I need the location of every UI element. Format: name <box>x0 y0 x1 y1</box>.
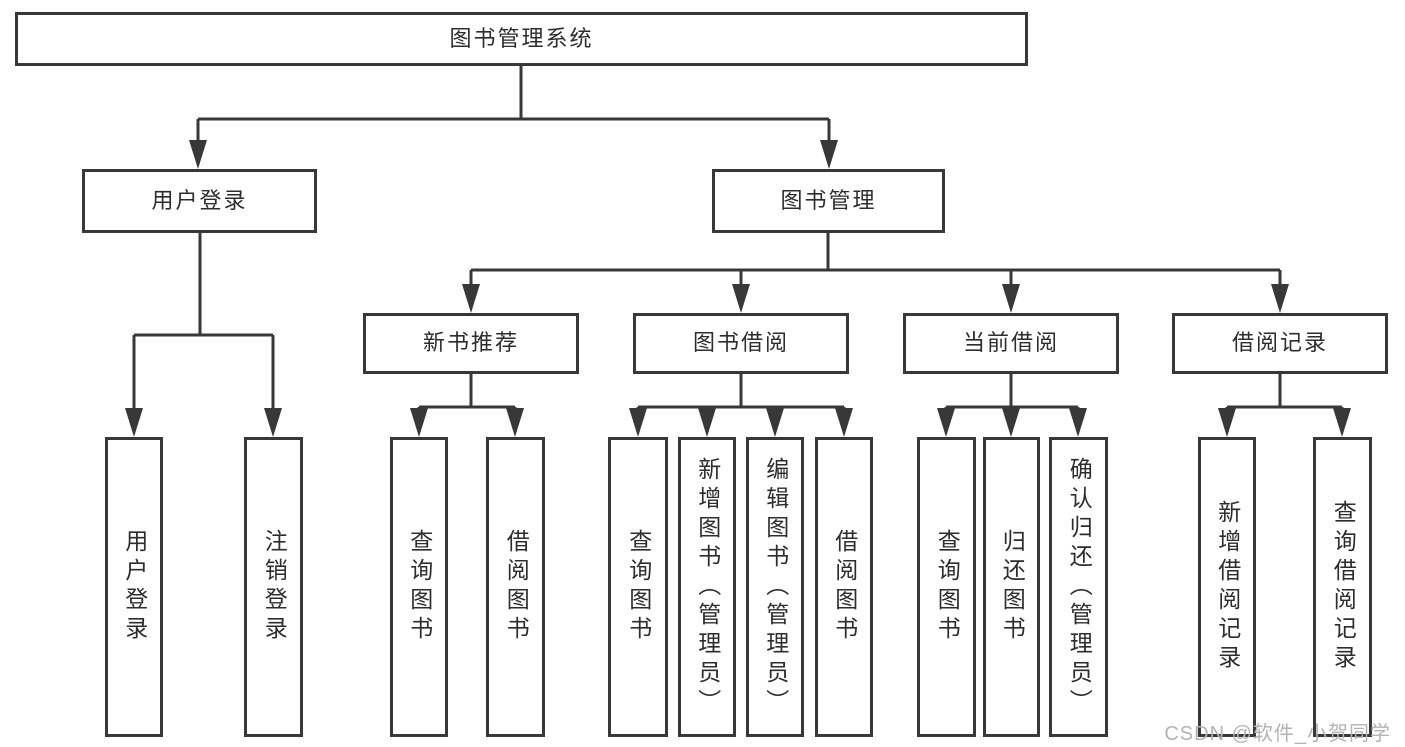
leaf-bb-query-book: 查询图书 <box>608 437 668 737</box>
leaf-br-add-record: 新增借阅记录 <box>1198 437 1256 737</box>
leaf-bb-add-book-admin: 新增图书（管理员） <box>678 437 736 737</box>
leaf-logout: 注销登录 <box>244 437 303 737</box>
node-borrow-records: 借阅记录 <box>1172 313 1388 374</box>
node-book-borrowing: 图书借阅 <box>633 313 849 374</box>
connector-newbookrec-to-leaves <box>410 374 524 437</box>
leaf-rec-query-book: 查询图书 <box>390 437 448 737</box>
leaf-bb-edit-book-admin: 编辑图书（管理员） <box>746 437 804 737</box>
leaf-cb-confirm-return-admin: 确认归还（管理员） <box>1049 437 1108 737</box>
node-user-login: 用户登录 <box>82 169 317 233</box>
csdn-watermark: CSDN @软件_小贺同学 <box>1164 723 1391 745</box>
leaf-cb-query-book: 查询图书 <box>917 437 976 737</box>
leaf-bb-borrow-book: 借阅图书 <box>815 437 873 737</box>
leaf-user-login: 用户登录 <box>105 437 163 737</box>
node-library-system: 图书管理系统 <box>15 12 1028 66</box>
node-book-management: 图书管理 <box>712 169 945 233</box>
node-new-book-recommend: 新书推荐 <box>363 313 579 374</box>
leaf-br-query-record: 查询借阅记录 <box>1313 437 1372 737</box>
leaf-cb-return-book: 归还图书 <box>983 437 1040 737</box>
connector-system-to-level2 <box>189 64 838 169</box>
connector-borrowrecords-to-leaves <box>1218 374 1351 437</box>
connector-currentborrow-to-leaves <box>937 374 1087 437</box>
connector-bookborrow-to-leaves <box>629 374 853 437</box>
node-current-borrowing: 当前借阅 <box>903 313 1119 374</box>
leaf-rec-borrow-book: 借阅图书 <box>486 437 545 737</box>
connector-bookmgmt-to-level3 <box>462 233 1289 313</box>
connector-userlogin-to-leaves <box>125 233 282 437</box>
